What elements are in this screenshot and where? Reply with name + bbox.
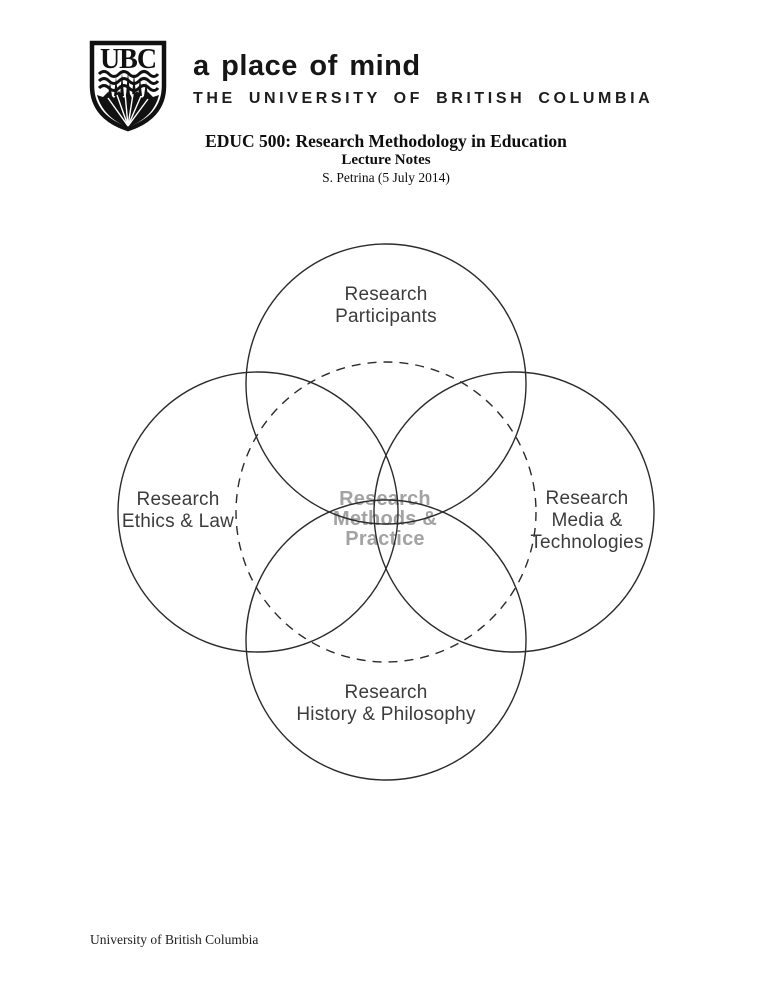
venn-right-line: Research bbox=[545, 488, 629, 509]
author-date-byline: S. Petrina (5 July 2014) bbox=[322, 170, 450, 185]
venn-right-line: Media & bbox=[551, 510, 623, 531]
venn-bottom-label: Research History & Philosophy bbox=[296, 682, 475, 726]
venn-top-label: Research Participants bbox=[335, 284, 437, 328]
logo-fan bbox=[97, 90, 159, 127]
institution-name: THE UNIVERSITY OF BRITISH COLUMBIA bbox=[193, 90, 654, 107]
logo-ubc-text: UBC bbox=[100, 44, 156, 75]
logo-rays bbox=[108, 71, 148, 96]
venn-right-line: Technologies bbox=[530, 532, 644, 553]
logo-fan-lines bbox=[107, 92, 149, 127]
venn-top-line: Research bbox=[344, 284, 428, 305]
venn-left-line: Research bbox=[136, 489, 220, 510]
brand-tagline: a place of mind bbox=[193, 50, 421, 82]
venn-center-label: Research Methods & Practice bbox=[333, 489, 437, 549]
ubc-shield-logo-icon: UBC bbox=[89, 40, 167, 132]
title-block: EDUC 500: Research Methodology in Educat… bbox=[0, 131, 768, 186]
venn-left-line: Ethics & Law bbox=[121, 511, 235, 532]
venn-left-label: Research Ethics & Law bbox=[122, 489, 234, 533]
venn-center-line: Methods & bbox=[332, 508, 438, 530]
venn-top-line: Participants bbox=[335, 306, 437, 327]
course-title: EDUC 500: Research Methodology in Educat… bbox=[205, 131, 567, 151]
venn-right-label: Research Media & Technologies bbox=[530, 488, 643, 554]
lecture-notes-subtitle: Lecture Notes bbox=[341, 152, 431, 168]
venn-bottom-line: History & Philosophy bbox=[296, 704, 476, 725]
venn-center-line: Practice bbox=[345, 528, 425, 550]
venn-center-line: Research bbox=[339, 488, 431, 510]
venn-bottom-line: Research bbox=[344, 682, 428, 703]
footer-text: University of British Columbia bbox=[90, 932, 259, 947]
